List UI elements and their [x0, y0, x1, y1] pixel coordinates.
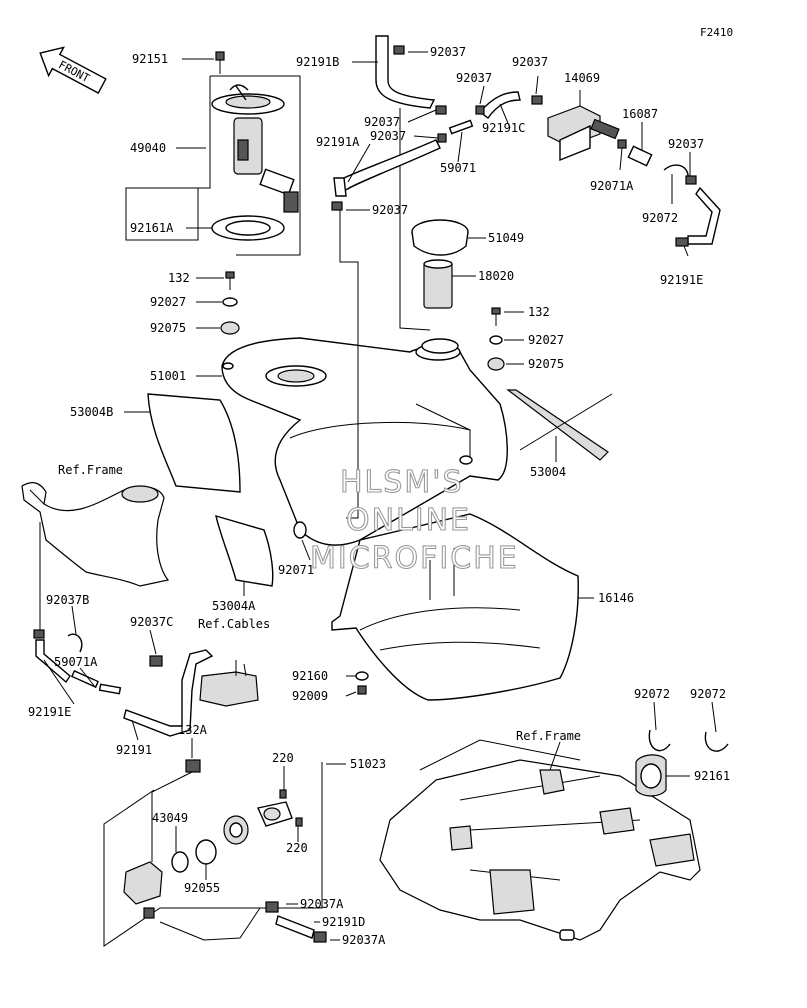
- right-fasteners: [487, 307, 505, 371]
- label-14069: 14069: [564, 71, 600, 85]
- pad-53004B: [147, 393, 241, 493]
- left-frame-ref: [21, 482, 170, 630]
- cover-fasteners: [355, 671, 369, 695]
- ref-cables-label: Ref.Cables: [198, 617, 270, 631]
- label-92072-top: 92072: [642, 211, 678, 225]
- tank-cover-16146: [293, 513, 579, 701]
- label-92009: 92009: [292, 689, 328, 703]
- ref-frame-left-label: Ref.Frame: [58, 463, 123, 477]
- label-59071A: 59071A: [54, 655, 98, 669]
- label-92161: 92161: [694, 769, 730, 783]
- watermark-line-2: ONLINE: [346, 503, 471, 538]
- label-92075-right: 92075: [528, 357, 564, 371]
- label-53004A: 53004A: [212, 599, 256, 613]
- label-92027-right: 92027: [528, 333, 564, 347]
- left-hose-parts: [33, 629, 259, 737]
- label-92071A: 92071A: [590, 179, 634, 193]
- label-92075-left: 92075: [150, 321, 186, 335]
- label-132-top: 132: [168, 271, 190, 285]
- label-92037-d: 92037: [668, 137, 704, 151]
- label-92037-b: 92037: [456, 71, 492, 85]
- pad-53004A: [215, 514, 274, 587]
- figure-code: F2410: [700, 26, 733, 39]
- label-92160: 92160: [292, 669, 328, 683]
- label-92191B: 92191B: [296, 55, 339, 69]
- label-18020: 18020: [478, 269, 514, 283]
- fuel-pump-group: [125, 51, 301, 256]
- label-92055: 92055: [184, 881, 220, 895]
- label-92191E-right: 92191E: [660, 273, 703, 287]
- label-92191C: 92191C: [482, 121, 525, 135]
- label-53004B: 53004B: [70, 405, 113, 419]
- right-frame-ref: [379, 729, 729, 941]
- watermark: HLSM'S ONLINE MICROFICHE: [309, 464, 519, 576]
- label-92037-f: 92037: [370, 129, 406, 143]
- watermark-line-3: MICROFICHE: [310, 541, 519, 576]
- front-arrow-icon: FRONT: [39, 46, 107, 94]
- label-132-right: 132: [528, 305, 550, 319]
- watermark-line-1: HLSM'S: [340, 465, 464, 500]
- label-220-bottom: 220: [286, 841, 308, 855]
- label-92191D: 92191D: [322, 915, 365, 929]
- label-92037A-bottom: 92037A: [342, 933, 386, 947]
- label-92037-a: 92037: [430, 45, 466, 59]
- label-92161A: 92161A: [130, 221, 174, 235]
- label-53004: 53004: [530, 465, 566, 479]
- label-43049: 43049: [152, 811, 188, 825]
- label-16087: 16087: [622, 107, 658, 121]
- label-51023: 51023: [350, 757, 386, 771]
- ref-frame-right-label: Ref.Frame: [516, 729, 581, 743]
- label-92037-e: 92037: [364, 115, 400, 129]
- label-59071: 59071: [440, 161, 476, 175]
- label-132A: 132A: [178, 723, 208, 737]
- label-51049: 51049: [488, 231, 524, 245]
- label-51001: 51001: [150, 369, 186, 383]
- label-49040: 49040: [130, 141, 166, 155]
- label-92037B: 92037B: [46, 593, 89, 607]
- part-labels: 92151 49040 92161A 132 92027 92075 51001…: [28, 45, 730, 947]
- label-92027-left: 92027: [150, 295, 186, 309]
- label-92151: 92151: [132, 52, 168, 66]
- label-92072-r1: 92072: [634, 687, 670, 701]
- label-92037A-top: 92037A: [300, 897, 344, 911]
- left-fasteners: [220, 271, 240, 335]
- label-16146: 16146: [598, 591, 634, 605]
- leader-lines: [43, 51, 717, 941]
- label-92071: 92071: [278, 563, 314, 577]
- label-92191E-left: 92191E: [28, 705, 71, 719]
- pad-53004: [506, 389, 609, 461]
- fuel-cap-group: [399, 108, 469, 354]
- fuel-valve-group: [103, 759, 327, 947]
- label-92037-c: 92037: [512, 55, 548, 69]
- label-92191: 92191: [116, 743, 152, 757]
- label-92072-r2: 92072: [690, 687, 726, 701]
- label-92191A: 92191A: [316, 135, 360, 149]
- label-92037C: 92037C: [130, 615, 173, 629]
- label-92037-g: 92037: [372, 203, 408, 217]
- label-220-top: 220: [272, 751, 294, 765]
